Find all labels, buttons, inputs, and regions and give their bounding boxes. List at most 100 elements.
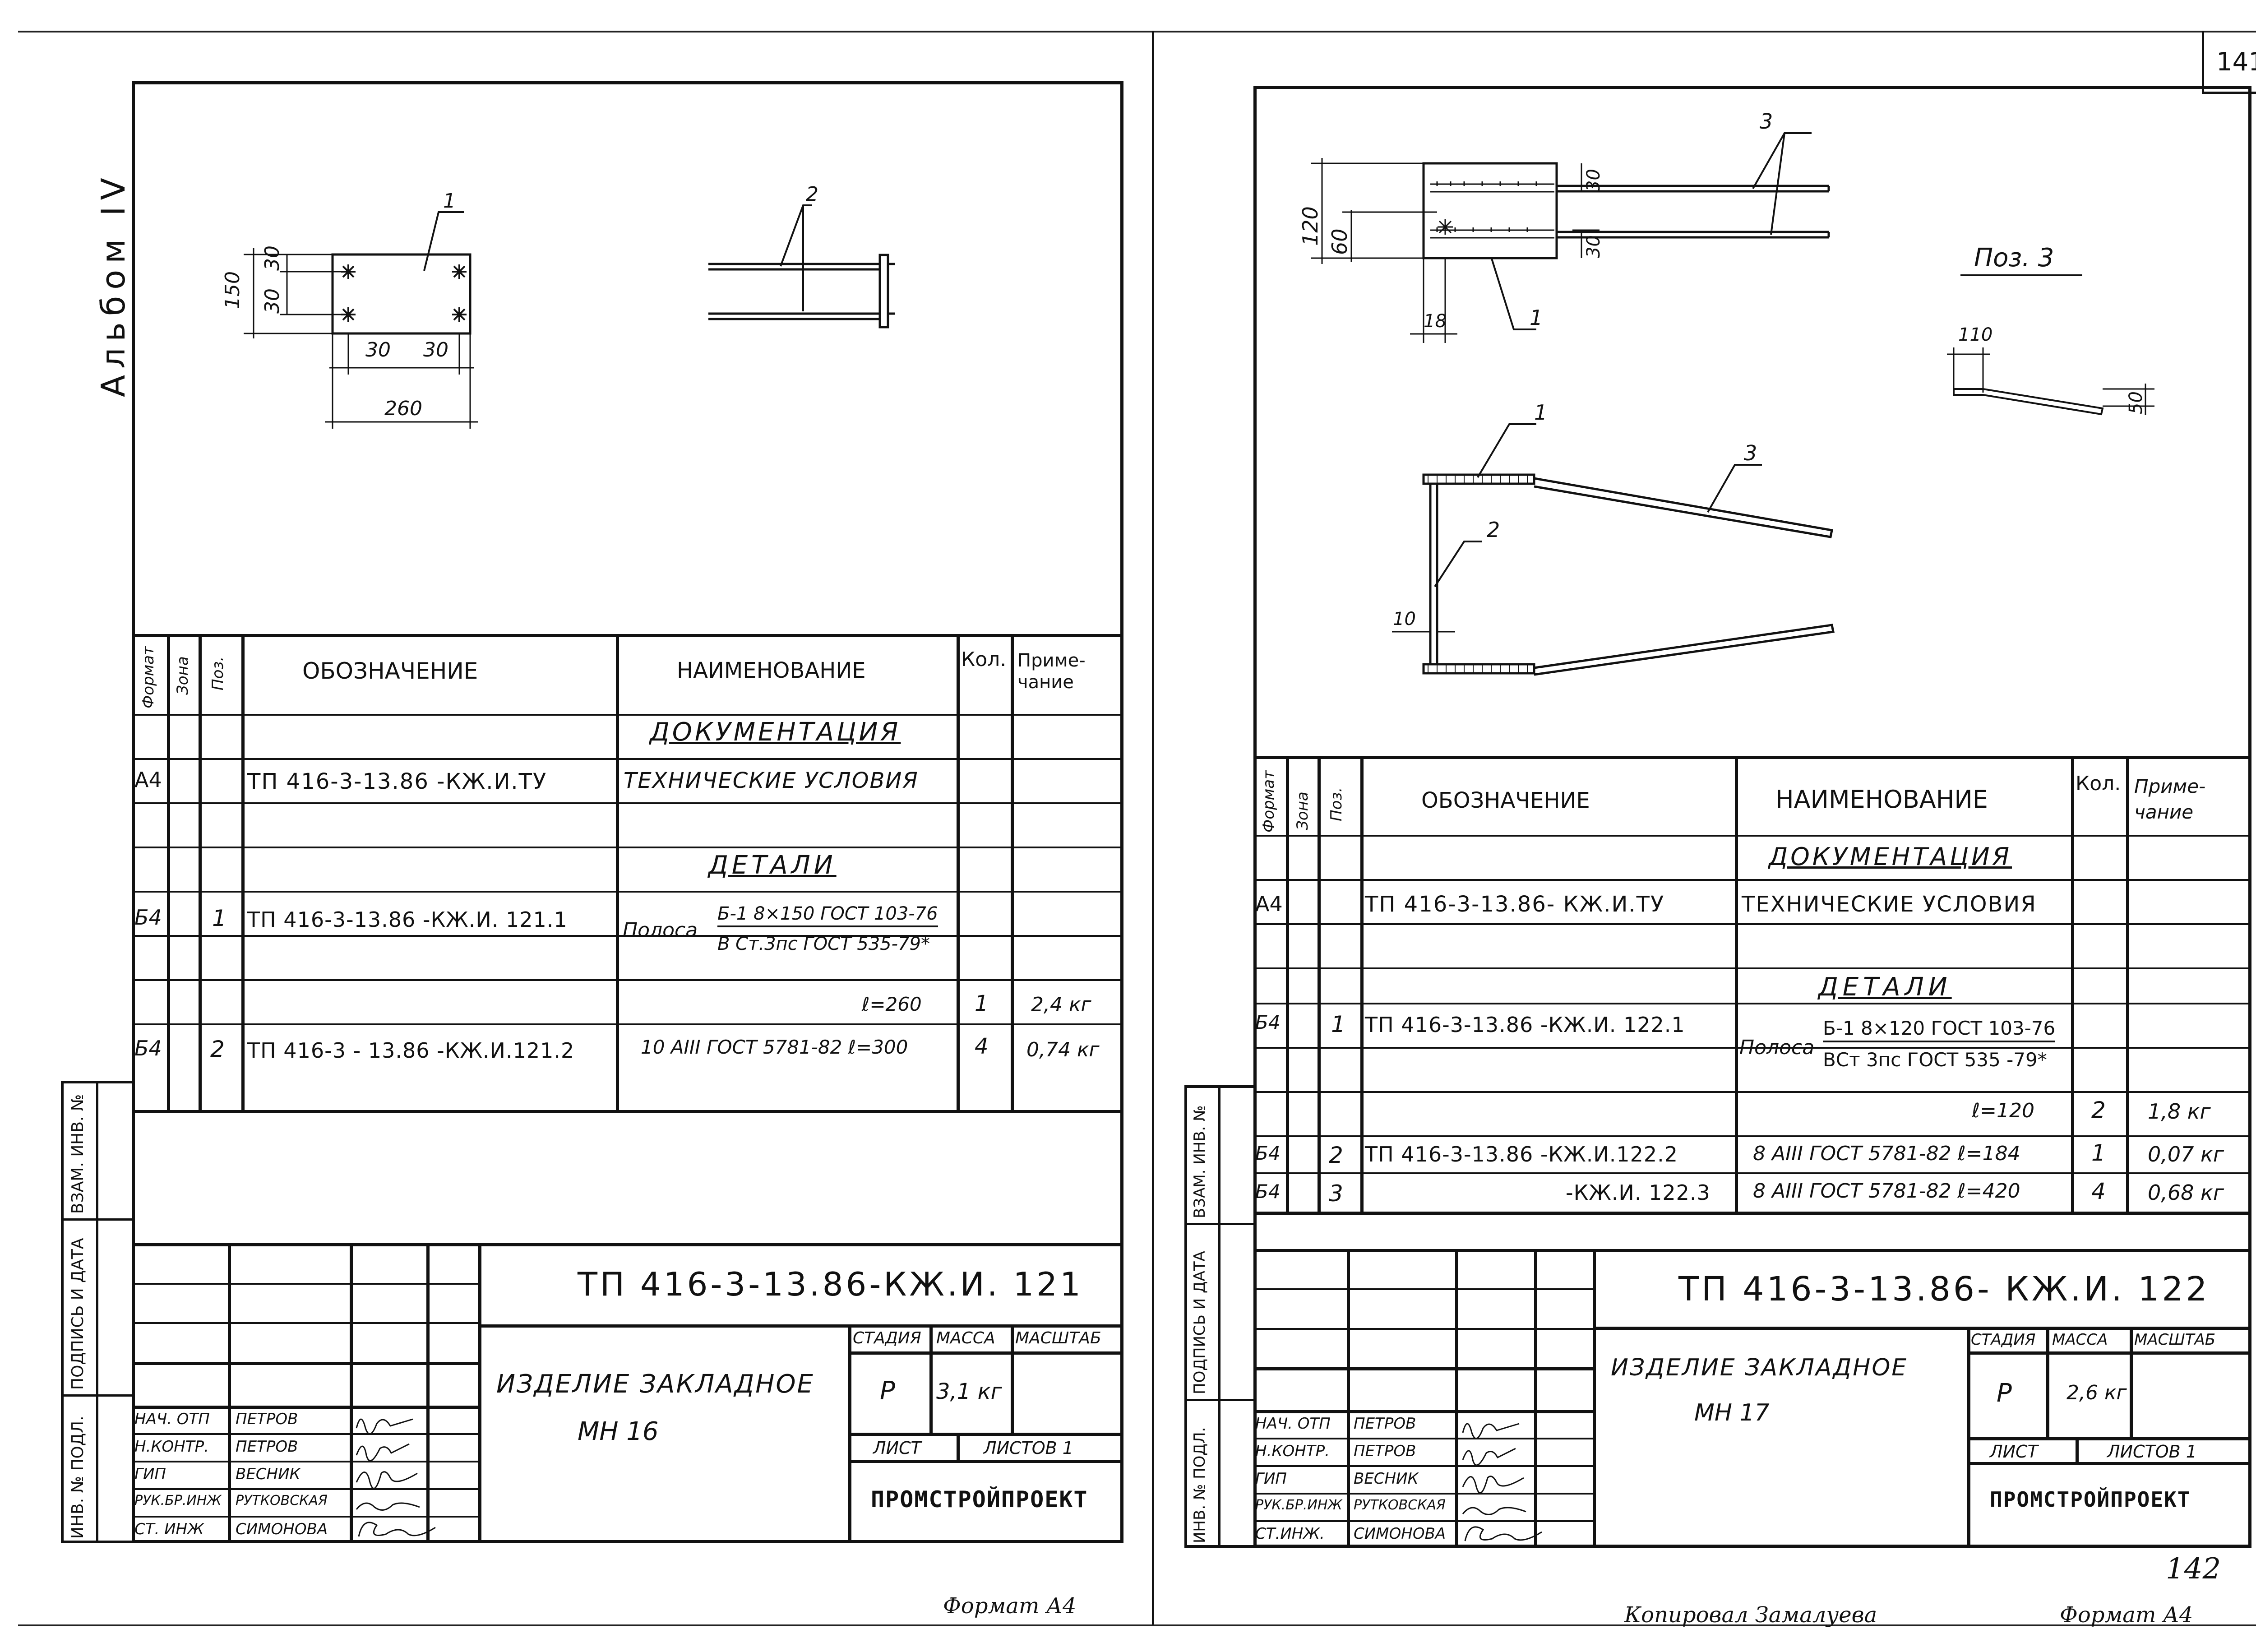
left-dim-150: 150 [221, 271, 244, 309]
right-col-format: Формат [1260, 770, 1278, 833]
page-number: 141 [2216, 47, 2256, 77]
right-scale-label: Масштаб [2134, 1331, 2216, 1349]
page-number-bottom: 142 [2166, 1552, 2221, 1586]
left-drawing: 1 2 30 30 260 150 30 30 [221, 183, 895, 429]
left-row1-name-prefix: Полоса [623, 919, 698, 942]
left-role-4: Ст. инж [134, 1520, 204, 1538]
left-doc-designation: ТП 416-3-13.86 -КЖ.И.ТУ [247, 769, 547, 794]
sheet-center-divider [1152, 31, 1154, 1624]
left-dim-30d: 30 [423, 338, 448, 361]
right-section-docs: Документация [1769, 842, 2012, 871]
right-dim-30a: 30 [1583, 169, 1604, 192]
right-dim-60: 60 [1327, 228, 1352, 255]
left-scale-label: Масштаб [1015, 1329, 1101, 1347]
right-stage-label: Стадия [1971, 1331, 2036, 1349]
left-name-3: Рутковская [236, 1493, 328, 1509]
right-pos-1-top: 1 [1530, 305, 1543, 330]
left-role-1: Н.контр. [134, 1438, 209, 1456]
right-stage: Р [1997, 1379, 2012, 1408]
left-section-parts: Детали [708, 851, 837, 880]
left-doc-name: Технические условия [624, 768, 919, 793]
right-stamp-vzam: Взам. инв. № [1191, 1105, 1209, 1218]
left-col-name: Наименование [677, 658, 866, 683]
left-sheet-frame [132, 81, 1123, 1543]
right-row1-format: Б4 [1255, 1011, 1281, 1033]
right-col-pos: Поз. [1327, 787, 1345, 821]
right-col-zone: Зона [1294, 791, 1312, 830]
right-dim-10: 10 [1393, 609, 1416, 629]
right-doc-format: А4 [1255, 892, 1283, 916]
left-row2-pos: 2 [210, 1036, 225, 1062]
right-row1-note: 1,8 кг [2148, 1099, 2211, 1124]
left-name-1: Петров [236, 1438, 298, 1456]
left-section-docs: Документация [650, 717, 901, 747]
right-sheet-frame [1253, 86, 2251, 1548]
left-role-2: ГИП [134, 1465, 166, 1483]
right-stamp-inv: Инв. № подл. [1191, 1427, 1209, 1543]
right-row2-designation: ТП 416-3-13.86 -КЖ.И.122.2 [1365, 1142, 1678, 1166]
right-col-name: Наименование [1775, 785, 1988, 814]
right-sheet-label: Лист [1990, 1442, 2038, 1462]
left-row1-note: 2,4 кг [1031, 993, 1091, 1016]
right-row3-name: 8 АIII ГОСТ 5781-82 ℓ=420 [1753, 1180, 2020, 1203]
left-pos-1: 1 [443, 190, 456, 213]
page-number-box [2202, 31, 2256, 94]
left-format-footer: Формат А4 [943, 1593, 1077, 1619]
left-col-zone: Зона [174, 656, 192, 695]
right-role-2: ГИП [1255, 1470, 1287, 1488]
right-row3-note: 0,68 кг [2148, 1180, 2224, 1205]
left-title-block-top [132, 1243, 1123, 1246]
left-sheets-label: Листов 1 [984, 1438, 1073, 1458]
right-row2-pos: 2 [1329, 1142, 1343, 1168]
right-dim-120: 120 [1298, 206, 1322, 246]
right-dim-50: 50 [2126, 391, 2146, 414]
right-row1-name-prefix: Полоса [1739, 1036, 1815, 1059]
right-doc-name: Технические условия [1742, 892, 2037, 917]
left-dim-30b: 30 [261, 288, 284, 314]
right-dim-110: 110 [1958, 324, 1992, 345]
right-row3-pos: 3 [1329, 1180, 1343, 1207]
right-doc-designation: ТП 416-3-13.86- КЖ.И.ТУ [1365, 892, 1665, 917]
right-row3-designation: -КЖ.И. 122.3 [1566, 1180, 1710, 1205]
left-col-qty: Кол. [961, 648, 1007, 671]
left-row2-format: Б4 [134, 1036, 162, 1060]
left-col-pos: Поз. [209, 656, 227, 690]
right-row2-note: 0,07 кг [2148, 1142, 2224, 1166]
right-row3-qty: 4 [2091, 1178, 2106, 1204]
right-row2-name: 8 АIII ГОСТ 5781-82 ℓ=184 [1753, 1142, 2020, 1165]
left-col-format: Формат [139, 646, 157, 708]
right-title-mark: МН 17 [1694, 1399, 1770, 1426]
right-pos-3-side: 3 [1744, 441, 1757, 465]
left-title-mark: МН 16 [578, 1417, 659, 1446]
right-sheets-label: Листов 1 [2107, 1442, 2197, 1462]
right-view-label: Поз. 3 [1974, 243, 2054, 273]
right-spec-bottom [1253, 1212, 2251, 1215]
right-row1-length: ℓ=120 [1972, 1099, 2035, 1122]
right-name-0: Петров [1354, 1415, 1416, 1433]
left-org-name: ПРОМСТРОЙПРОЕКТ [871, 1486, 1088, 1513]
right-org-name: ПРОМСТРОЙПРОЕКТ [1990, 1487, 2191, 1512]
right-title-block-top [1253, 1249, 2251, 1252]
left-row1-name-bottom: В Ст.3пс ГОСТ 535-79* [717, 934, 930, 954]
left-stamp-inv: Инв. № подл. [69, 1416, 87, 1539]
copied-by: Копировал Замалуева [1624, 1602, 1877, 1628]
right-pos-1-side: 1 [1534, 400, 1547, 425]
right-row2-qty: 1 [2091, 1140, 2106, 1166]
left-mass: 3,1 кг [936, 1379, 1002, 1404]
right-spec-top [1253, 756, 2251, 759]
left-row1-format: Б4 [134, 905, 162, 930]
left-row1-qty: 1 [975, 991, 989, 1016]
right-pos-3-top: 3 [1760, 109, 1773, 134]
right-row1-name-bottom: ВСт 3пс ГОСТ 535 -79* [1823, 1049, 2047, 1071]
sheet-bottom-border [18, 1624, 2256, 1626]
left-mass-label: Масса [936, 1329, 995, 1347]
left-stamp-podpis: Подпись и дата [69, 1238, 87, 1390]
left-row2-note: 0,74 кг [1026, 1038, 1100, 1061]
right-title-code: ТП 416-3-13.86- КЖ.И. 122 [1678, 1270, 2210, 1309]
right-drawing: 3 1 1 3 2 10 18 110 Поз. 3 120 60 30 30 … [1298, 109, 2154, 676]
right-role-1: Н.контр. [1255, 1442, 1330, 1460]
right-name-4: Симонова [1354, 1525, 1446, 1543]
left-role-0: Нач. ОТП [134, 1410, 210, 1428]
left-row1-designation: ТП 416-3-13.86 -КЖ.И. 121.1 [247, 907, 568, 932]
right-col-designation: Обозначение [1421, 788, 1590, 813]
